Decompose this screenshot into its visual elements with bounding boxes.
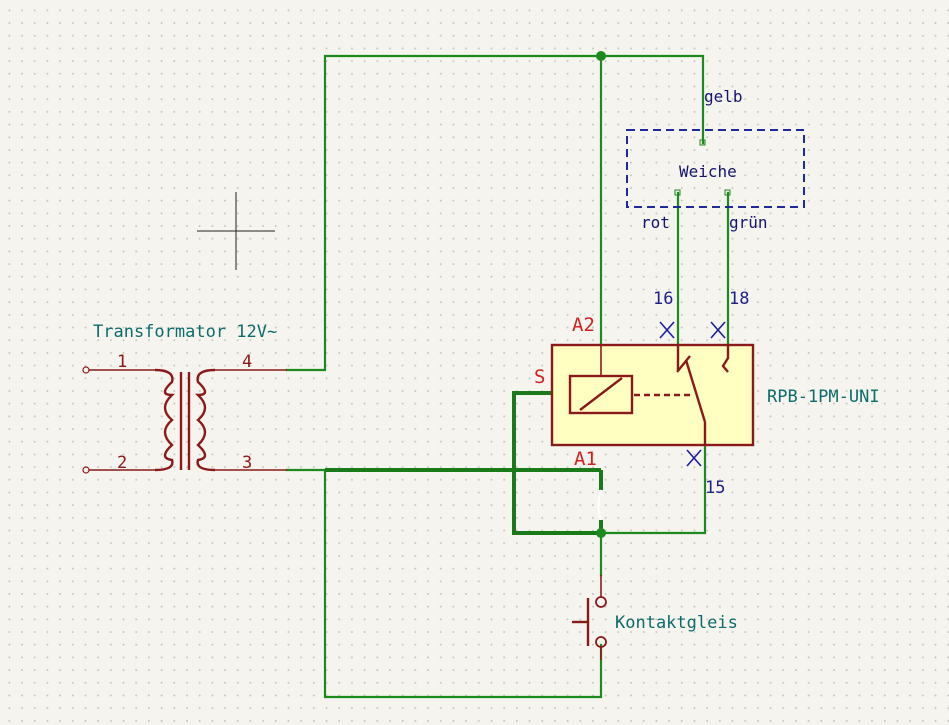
relay-name: RPB-1PM-UNI: [767, 387, 880, 407]
relay-pin-16: 16: [653, 289, 673, 309]
weiche-pin-gelb: gelb: [704, 87, 743, 106]
switch-name: Kontaktgleis: [615, 613, 738, 633]
relay-pin-15: 15: [705, 478, 725, 498]
weiche-pin-gruen: grün: [729, 213, 768, 232]
weiche-pin-rot: rot: [641, 213, 670, 232]
transformer-pin-3: 3: [242, 453, 252, 473]
crosshair-cursor-icon: [197, 192, 275, 270]
junction-dot-top: [596, 51, 606, 61]
transformer-title: Transformator 12V~: [93, 322, 277, 342]
transformer-pin-1: 1: [117, 352, 127, 372]
relay-symbol[interactable]: [550, 343, 755, 447]
junction-dot-bottom: [596, 528, 606, 538]
wire-top-to-gelb[interactable]: [599, 54, 705, 145]
transformer-pin-2: 2: [117, 453, 127, 473]
no-connect-markers: [659, 321, 726, 467]
weiche-title: Weiche: [679, 162, 737, 181]
wire-pin4-top[interactable]: [285, 54, 603, 372]
wire-highlight: [597, 489, 602, 521]
relay-pin-18: 18: [729, 289, 749, 309]
relay-pin-a1: A1: [574, 448, 597, 470]
wire-pin3-bottom[interactable]: [285, 468, 603, 699]
bus-lines: [325, 391, 603, 535]
bus-s-loop[interactable]: [512, 391, 601, 535]
wires: [285, 54, 730, 699]
transformer-pin-4: 4: [242, 352, 252, 372]
transformer-symbol[interactable]: [82, 366, 287, 474]
kontaktgleis-switch-symbol[interactable]: [572, 575, 607, 660]
relay-pin-s: S: [534, 366, 545, 388]
wire-15-to-junction[interactable]: [599, 443, 707, 535]
relay-pin-a2: A2: [572, 314, 595, 336]
weiche-sheet[interactable]: [626, 129, 805, 208]
